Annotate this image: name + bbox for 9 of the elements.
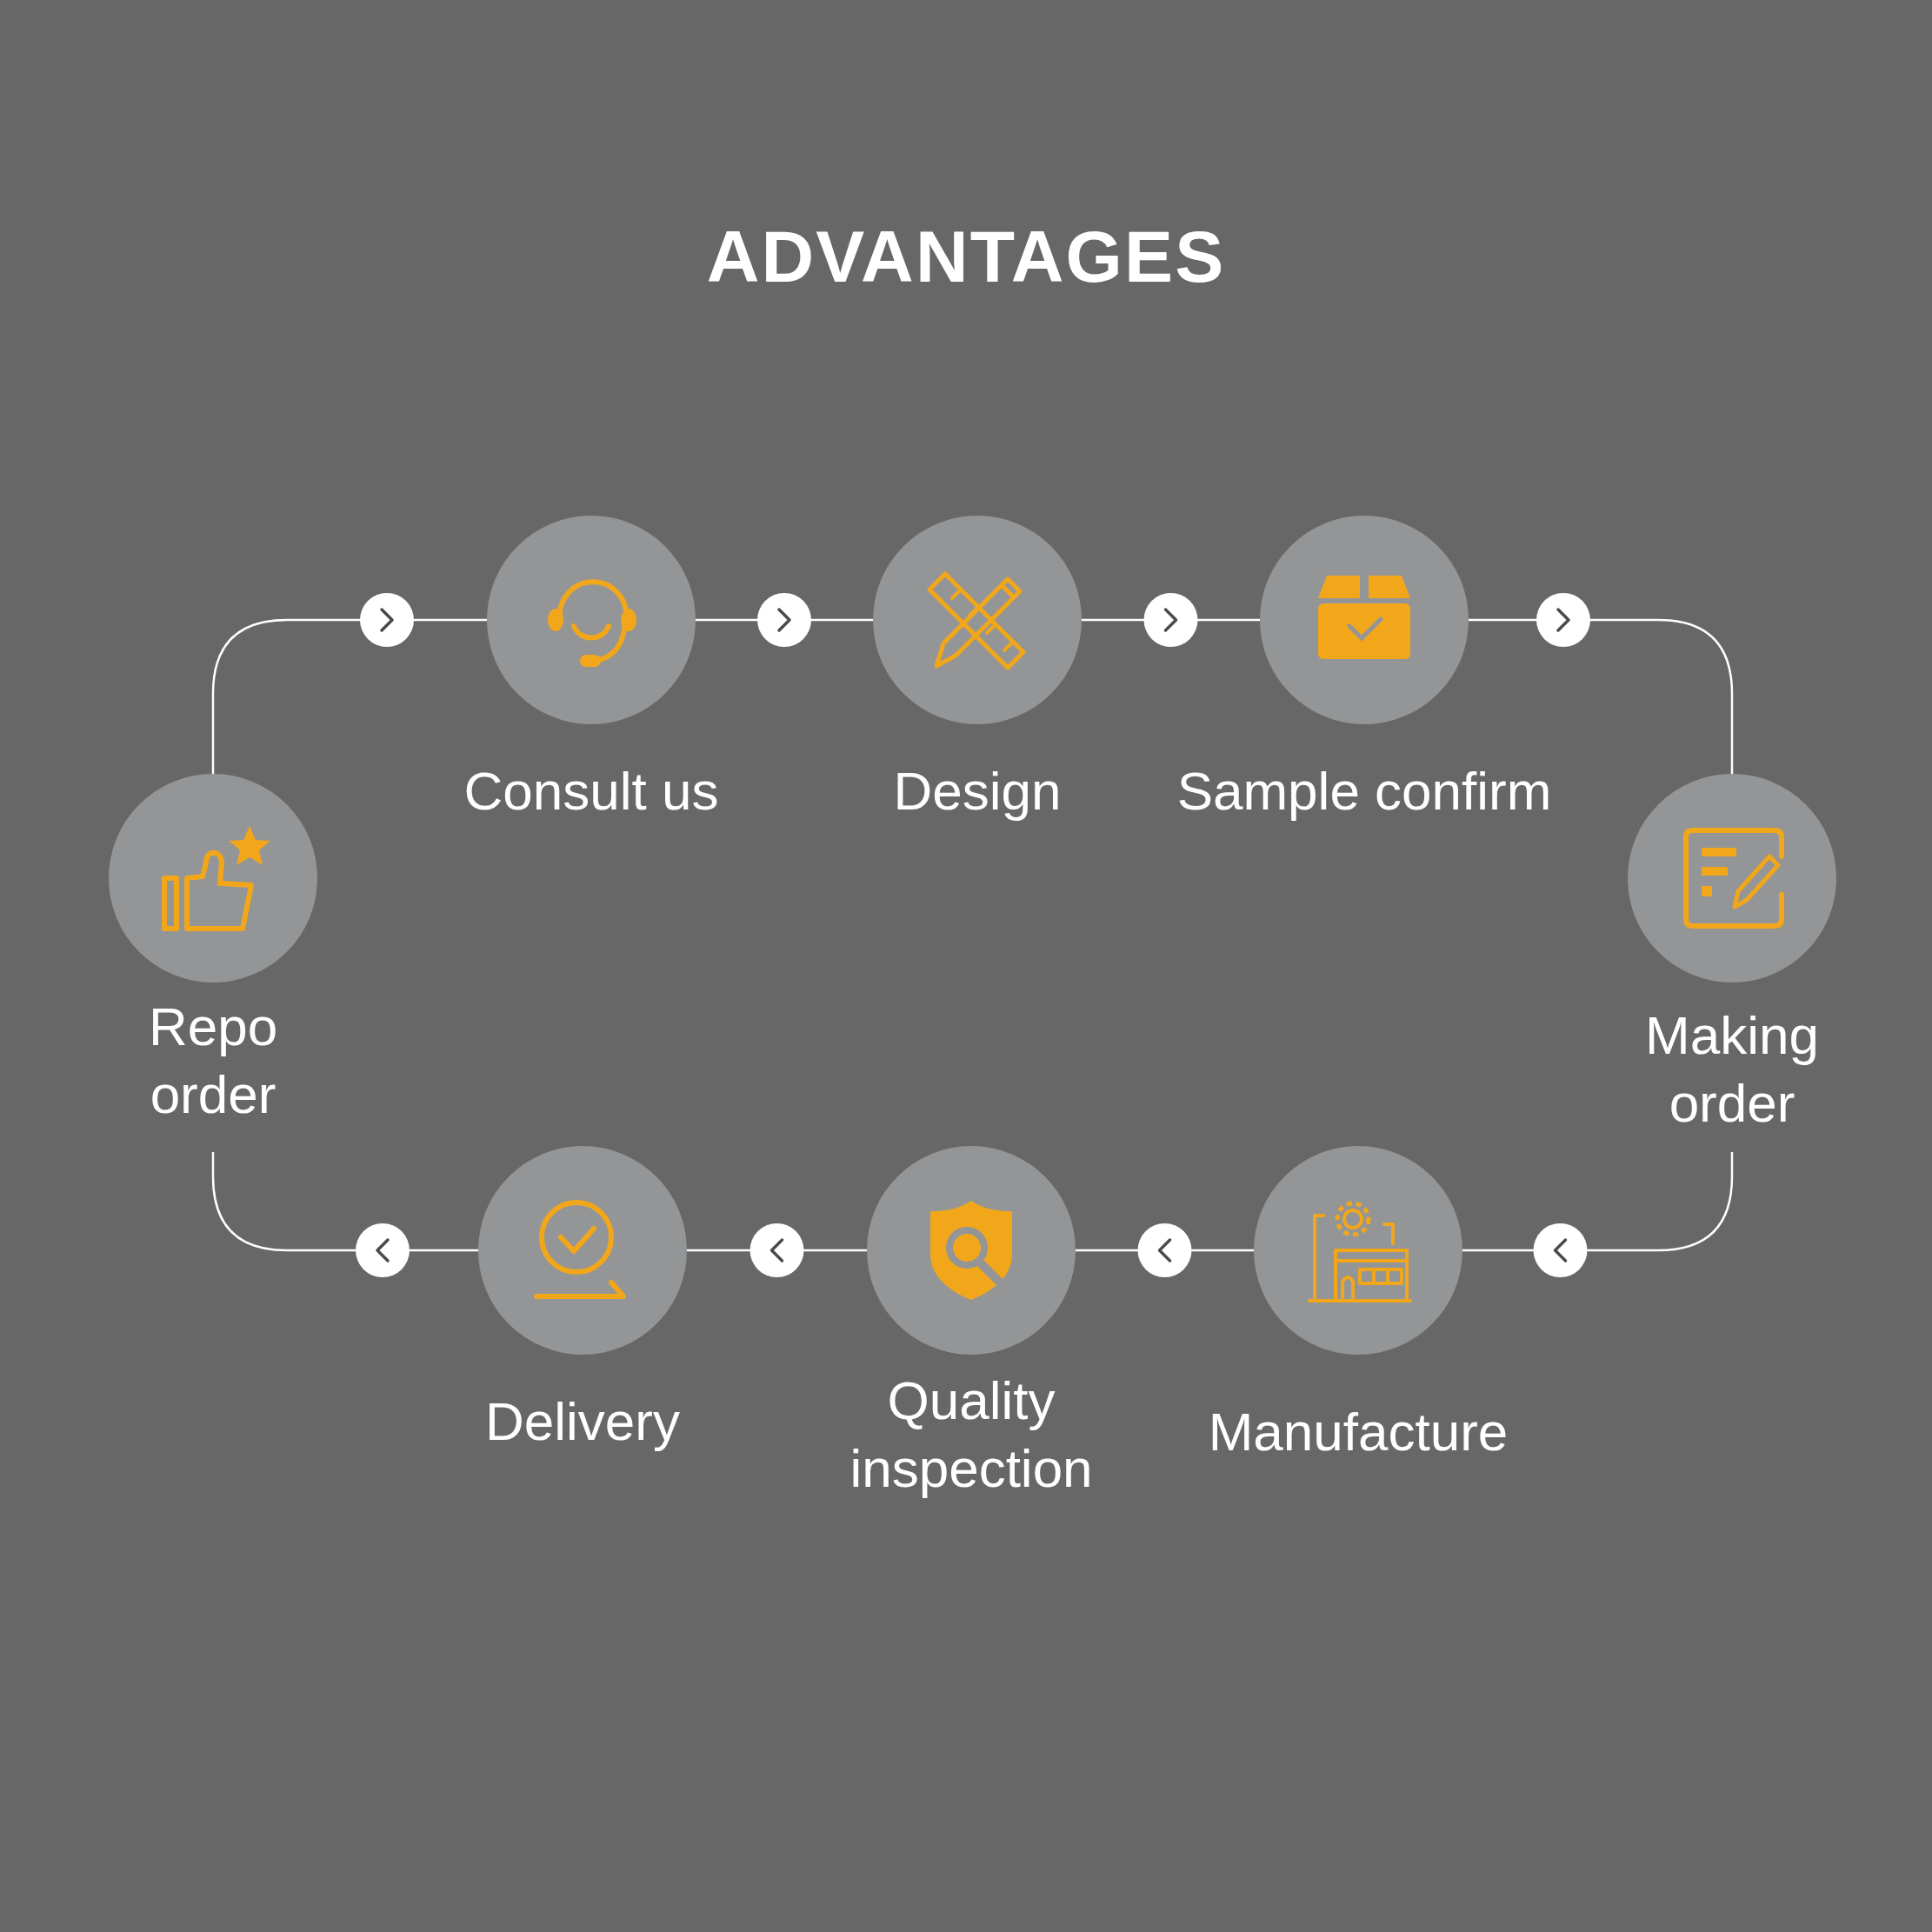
step-label: Manufacture [1208, 1401, 1509, 1463]
step-label: Consult us [463, 760, 719, 823]
step-label: Making order [1644, 1004, 1820, 1135]
title: ADVANTAGES [706, 215, 1226, 299]
step-label: Design [893, 760, 1062, 823]
step-label: Quality inspection [849, 1369, 1094, 1500]
step-label: Repo order [147, 996, 279, 1126]
step-label: Delivery [485, 1390, 680, 1453]
step-label: Sample confirm [1176, 760, 1552, 823]
